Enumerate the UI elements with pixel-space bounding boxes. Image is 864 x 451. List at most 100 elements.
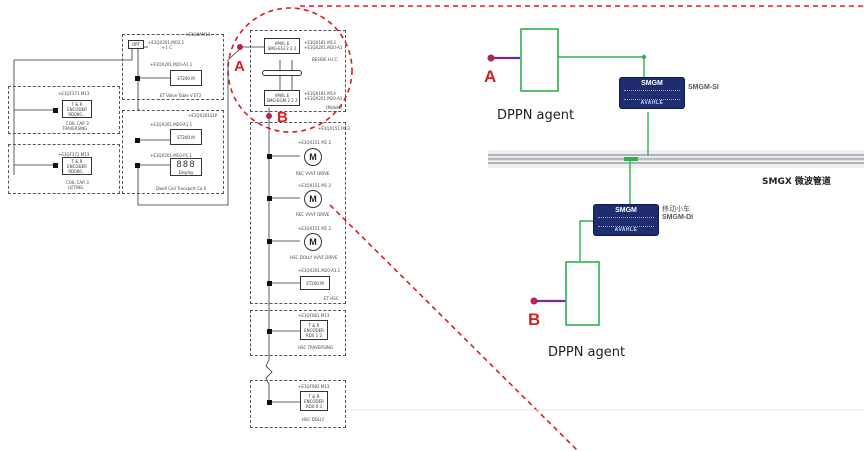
enc-bottom1-box: T & R ENCODER RD0 1 2 <box>300 320 328 340</box>
smgm-si-brand: AVAHLE <box>640 100 664 106</box>
connector-node <box>267 329 272 334</box>
enc-bottom1-tag: +E1QF081 M13 <box>298 313 330 318</box>
enc-bottom2-frame <box>250 380 346 428</box>
agent-box-bottom <box>565 261 600 326</box>
et-bottom-tag: +E1QX201.M20-A1.1 <box>298 268 341 273</box>
enc-bottom2-l2: ENCODER <box>304 398 324 404</box>
et-bottom-box: ET200 M <box>300 276 330 290</box>
smg-egi-tag: +E1QX181 M13 <box>304 40 336 45</box>
encoder2-tag: +E1QF372 M13 <box>58 152 90 157</box>
mid-group-tag: +E1QX201S1P <box>188 113 218 118</box>
mid-caption: Dwell Coil Transport Ca 6 <box>156 186 207 191</box>
encoder1-l3: RD000... <box>68 111 86 117</box>
encoder2-l3: RD000... <box>68 168 86 174</box>
smg-egm-l2: SMG-EGM 2 2 2 <box>266 98 298 103</box>
rail-label: SMGX 微波管道 <box>762 177 831 187</box>
encoder1-box: T & R ENCODER RD000... <box>62 100 92 118</box>
mid-group-frame <box>122 110 224 194</box>
callout-label-a: A <box>234 58 245 75</box>
connector-node <box>135 163 140 168</box>
encoder2-caption-2: LIFTING <box>68 185 84 190</box>
enc-bottom2-tag: +E1QF082 M13 <box>298 384 330 389</box>
encoder2-l2: ENCODER <box>67 163 87 169</box>
endpoint-a <box>487 54 495 62</box>
display-box: 888 Display <box>170 158 202 176</box>
enc-bottom1-l3: RD0 1 2 <box>305 332 323 338</box>
top-switch-tag: +E1QX201.MO2.1 <box>148 40 185 45</box>
callout-label-b: B <box>277 109 288 126</box>
connector-node <box>135 138 140 143</box>
smgm-si-label: SMGM-SI <box>688 84 719 91</box>
connector-node <box>53 163 58 168</box>
smg-egi-l1: VM/IL E <box>274 41 290 46</box>
drive3-tag: +E1QX151 M1 2 <box>298 226 332 231</box>
display-digits: 888 <box>176 159 196 170</box>
drive3-caption: HSC DOLLY VVVF DRIVE <box>290 255 338 260</box>
et-bottom-caption: ET HSC <box>324 296 339 301</box>
callout-endpoint-b <box>265 113 272 120</box>
connector-node <box>267 239 272 244</box>
encoder2-frame <box>8 144 120 194</box>
top-et-box: ET200 M <box>170 70 202 86</box>
callout-endpoint-a <box>236 44 243 51</box>
smgm-di-label-1: 移动小车 <box>662 205 690 213</box>
smg-egm-l1: VM/IL E <box>274 93 290 98</box>
smgm-si-title: SMGM <box>641 80 663 87</box>
rail-coupler <box>624 157 638 161</box>
top-group-tag: +E1Q8AM13 <box>185 32 211 37</box>
encoder2-box: T & R ENCODER RD000... <box>62 157 92 175</box>
encoder1-caption-1: COIL CAR 3 <box>66 121 89 126</box>
connector-node <box>53 108 58 113</box>
link-capsule <box>262 70 302 76</box>
smg-egm-tag: +E1QX181 M14 <box>304 91 336 96</box>
smg-egi-caption: BESIDE H.I.C. <box>312 57 339 62</box>
enc-bottom1-frame <box>250 310 346 356</box>
enc-bottom1-caption: HSC TRAVERSING <box>298 345 334 350</box>
drive1-caption: REC VVVF DRIVE <box>296 171 330 176</box>
motor-icon: M <box>304 190 322 208</box>
top-et-tag: +E1QX201.M20-A1.1 <box>150 62 193 67</box>
connector-node <box>267 400 272 405</box>
drive1-tag: +E1QX151 M1 2 <box>298 140 332 145</box>
smgm-si-module: SMGM AVAHLE <box>620 78 684 108</box>
drive2-tag: +E1QX151 M1 2 <box>298 183 332 188</box>
connector-node <box>267 154 272 159</box>
endpoint-b <box>530 297 538 305</box>
drives-frame <box>250 122 346 304</box>
smg-egi-box: VM/IL E SMG-EGI 2 2 2 <box>264 38 300 54</box>
label-b: B <box>528 310 541 329</box>
mid-display-tag: +E1QX201.M10-P1.1 <box>150 153 192 158</box>
opt-box: OPT <box>128 40 144 49</box>
network-links <box>558 56 649 262</box>
connector-node <box>135 76 140 81</box>
motor-icon: M <box>304 233 322 251</box>
enc-bottom2-caption: HSC DOLLY <box>302 417 325 422</box>
display-sub: Display <box>178 169 194 175</box>
smgm-di-module: SMGM AVAHLE <box>594 205 658 235</box>
callout-diagonal-dashed-line <box>329 204 579 451</box>
junction-dot <box>641 54 647 60</box>
encoder2-l1: T & R <box>71 158 83 164</box>
mid-et-box: ET200 M <box>170 129 202 145</box>
drive2-caption: REC VVVF DRIVE <box>296 212 330 217</box>
encoder1-l2: ENCODER <box>67 106 87 112</box>
callout-circle <box>227 7 353 133</box>
encoder2-caption-1: COIL CAR 3 <box>66 180 89 185</box>
agent-top-label: DPPN agent <box>497 108 575 123</box>
agent-box-top <box>520 28 559 92</box>
smgm-di-label-2: SMGM-DI <box>662 214 694 221</box>
encoder1-caption-2: TRAVERSING <box>62 126 88 131</box>
mid-et-tag: +E1QX201.M20-A1.1 <box>150 122 193 127</box>
top-et-caption: ET Valve Table V ET2 <box>160 93 202 98</box>
enc-bottom1-l1: T & R <box>308 322 320 328</box>
smg-egm-box: VM/IL E SMG-EGM 2 2 2 <box>264 90 300 106</box>
drives-tag: +E1QX151.M13 <box>318 126 350 131</box>
top-switch-sub: +1 C <box>162 45 172 50</box>
enc-bottom2-box: T & R ENCODER RD0 0 3 <box>300 391 328 411</box>
label-a: A <box>484 67 497 86</box>
top-group-frame <box>122 34 224 100</box>
smg-egi-l2: SMG-EGI 2 2 2 <box>267 46 297 51</box>
enc-bottom1-l2: ENCODER <box>304 327 324 333</box>
connector-node <box>267 281 272 286</box>
